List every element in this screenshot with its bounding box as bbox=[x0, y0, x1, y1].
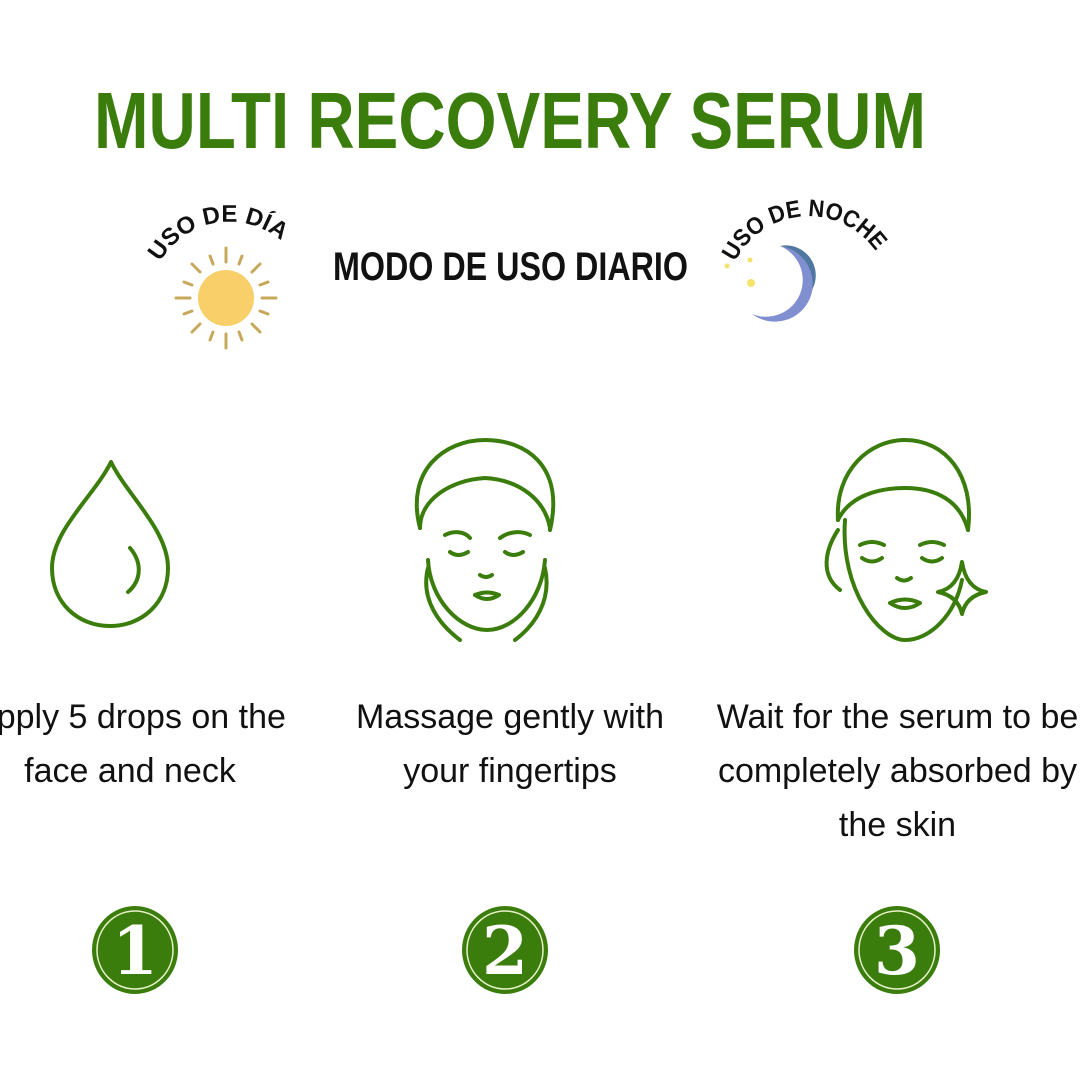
step-3-text: Wait for the serum to be completely abso… bbox=[716, 698, 1079, 844]
step-number-3: 3 bbox=[854, 906, 940, 994]
sun-icon bbox=[174, 246, 278, 350]
moon-icon bbox=[724, 245, 816, 322]
svg-text:2: 2 bbox=[482, 912, 528, 990]
step-number-1: 1 bbox=[92, 906, 178, 994]
svg-text:3: 3 bbox=[874, 912, 920, 990]
step-2-text: Massage gently with your fingertips bbox=[355, 698, 665, 790]
page-title: MULTI RECOVERY SERUM bbox=[94, 76, 926, 165]
svg-text:1: 1 bbox=[112, 912, 158, 990]
day-label: USO DE DÍA bbox=[143, 201, 294, 265]
face-sparkle-icon bbox=[824, 438, 988, 642]
subtitle: MODO DE USO DIARIO bbox=[333, 245, 688, 289]
step-1-text: Apply 5 drops on the face and neck bbox=[0, 698, 286, 790]
step-number-2: 2 bbox=[462, 906, 548, 994]
drop-icon bbox=[50, 460, 170, 628]
face-massage-icon bbox=[414, 438, 556, 642]
stars-icon bbox=[724, 257, 755, 287]
